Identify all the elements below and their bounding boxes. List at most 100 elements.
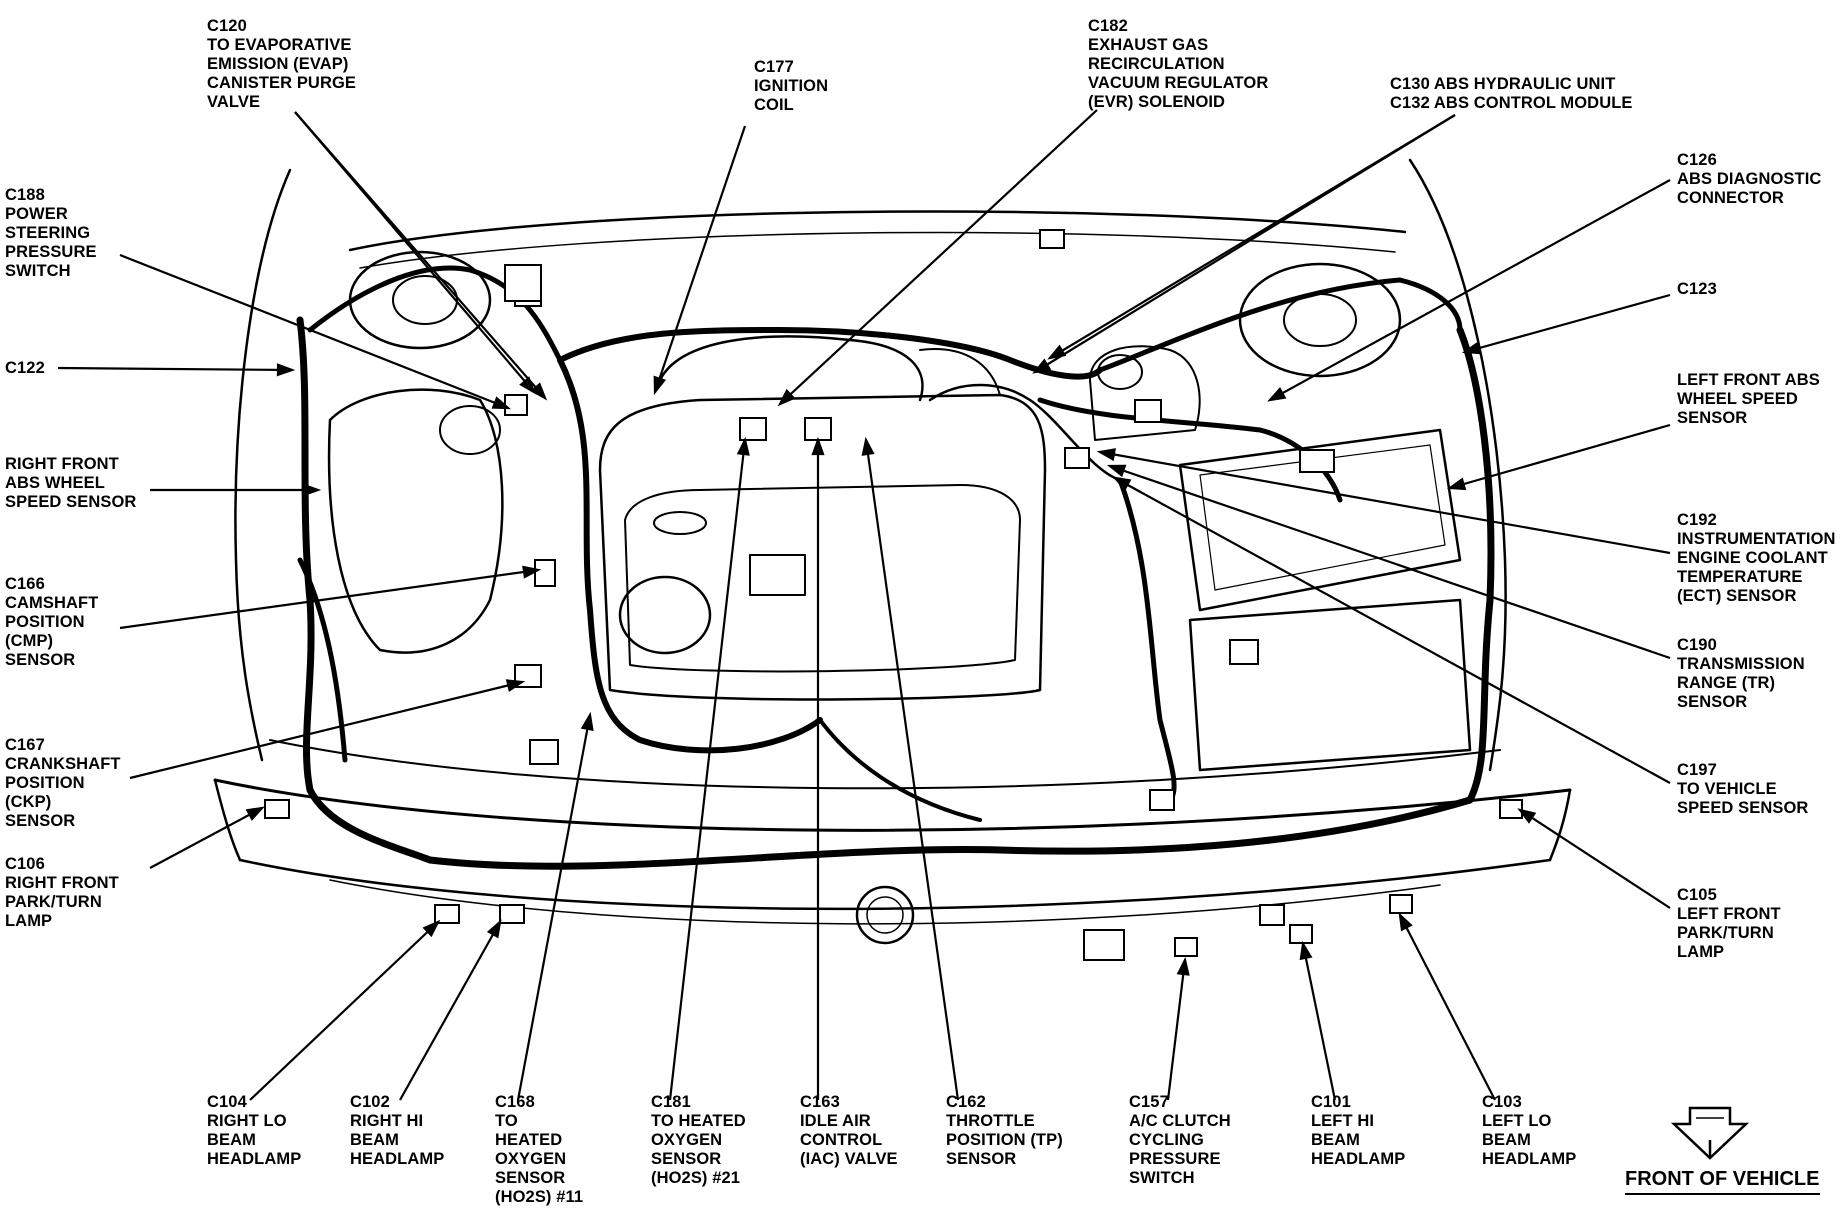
label-line: HEADLAMP [350,1150,445,1168]
label-line: C132 ABS CONTROL MODULE [1390,94,1633,112]
label-line: RIGHT FRONT [5,874,119,892]
label-line: BEAM [207,1131,256,1149]
label-line: A/C CLUTCH [1129,1112,1231,1130]
label-line: POSITION [5,613,85,631]
label-line: C120 [207,17,247,35]
label-line: C106 [5,855,45,873]
leader-line [1519,809,1671,909]
hood-emblem-inner [866,896,904,934]
leader-arrowhead [1176,956,1190,976]
left-strut-cap [1283,293,1357,347]
label-line: HEATED [495,1131,563,1149]
leader-line [1166,959,1187,1101]
connector-block [504,394,528,416]
label-c122: C122 [5,359,45,378]
label-line: SENSOR [5,651,76,669]
leader-arrowhead [422,919,441,938]
connector-block [1259,904,1285,926]
label-line: (ECT) SENSOR [1677,587,1797,605]
cowl-outline [348,210,1407,252]
label-line: LAMP [1677,943,1725,961]
label-line: COIL [754,96,794,114]
connector-block [1389,894,1413,914]
label-line: SENSOR [495,1169,566,1187]
valve-cover [624,484,1021,673]
label-line: SPEED SENSOR [5,493,137,511]
connector-block [1064,447,1090,469]
leader-line [653,125,747,393]
label-line: EMISSION (EVAP) [207,55,349,73]
leader-arrowhead [777,388,796,407]
engine-block [598,393,1047,701]
leader-line [516,714,592,1101]
leader-line [294,111,535,393]
label-line: CAMSHAFT [5,594,99,612]
connector-block [504,264,542,302]
main-harness-right [296,316,434,864]
coolant-reservoir [1089,345,1201,441]
leader-arrowhead [1106,464,1127,478]
connector-block [529,739,559,765]
label-line: TO HEATED [651,1112,746,1130]
label-line: C192 [1677,511,1717,529]
radiator-support [269,739,1501,790]
label-line: RIGHT LO [207,1112,287,1130]
label-line: SENSOR [946,1150,1017,1168]
label-line: OXYGEN [651,1131,723,1149]
label-line: HEADLAMP [1482,1150,1577,1168]
leader-arrowhead [1299,940,1313,961]
leader-line [1449,423,1671,490]
label-line: TO [495,1112,518,1130]
label-line: ABS DIAGNOSTIC [1677,170,1822,188]
label-line: ENGINE COOLANT [1677,549,1828,567]
connector-block [1299,449,1335,473]
leader-line [779,109,1098,405]
left-strut-tower [1238,262,1402,378]
leader-arrowhead [580,711,594,732]
leader-line [119,253,509,410]
connector-block [1289,924,1313,944]
air-filter-element [1199,444,1446,591]
intake-tube [928,383,1122,482]
label-line: INSTRUMENTATION [1677,530,1836,548]
label-line: PARK/TURN [1677,924,1774,942]
label-line: (CKP) [5,793,52,811]
leader-line [57,366,293,372]
label-line: (IAC) VALVE [800,1150,898,1168]
label-line: C105 [1677,886,1717,904]
label-line: C188 [5,186,45,204]
leader-line [399,921,501,1101]
leader-line [149,807,263,869]
leader-line [1114,477,1671,784]
label-line: STEERING [5,224,91,242]
leader-line [119,568,539,630]
leader-line [1109,464,1671,660]
label-line: SWITCH [1129,1169,1195,1187]
label-line: POSITION (TP) [946,1131,1063,1149]
label-line: C101 [1311,1093,1351,1111]
connector-block [1083,929,1125,961]
connector-block [1134,399,1162,423]
label-line: RECIRCULATION [1088,55,1225,73]
leader-arrowhead [811,436,825,456]
label-line: THROTTLE [946,1112,1035,1130]
intake-manifold [658,335,924,402]
label-line: RANGE (TR) [1677,674,1776,692]
label-line: POWER [5,205,68,223]
label-line: IDLE AIR [800,1112,871,1130]
label-line: C181 [651,1093,691,1111]
label-line: HEADLAMP [207,1150,302,1168]
label-line: C190 [1677,636,1717,654]
leader-arrowhead [486,919,502,939]
right-fender-outline [234,168,292,762]
